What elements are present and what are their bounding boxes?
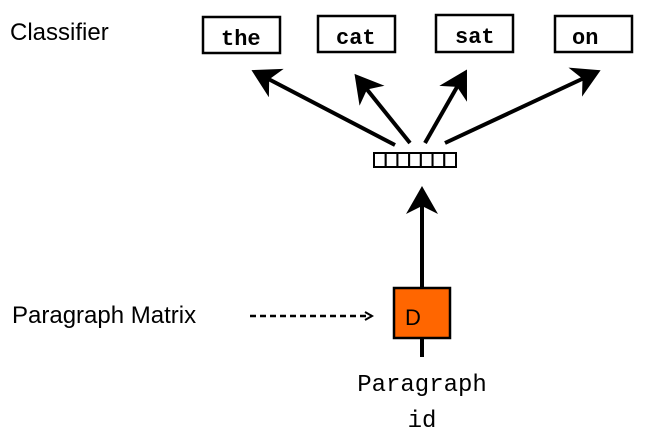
word-box-cat: cat (316, 14, 397, 54)
paragraph-matrix-label: Paragraph Matrix (12, 302, 196, 329)
hidden-vector-cell (408, 152, 422, 168)
word-box-sat: sat (434, 13, 515, 54)
paragraph-id-label-line1: Paragraph (357, 372, 487, 399)
paragraph-id-label-line2: id (408, 408, 437, 435)
arrow-to-the (251, 68, 396, 147)
word-sat: sat (455, 25, 495, 50)
hidden-vector-cell (396, 152, 411, 168)
word-on: on (572, 26, 598, 51)
word-box-on: on (553, 14, 634, 54)
hidden-vector-cell (419, 152, 434, 168)
arrow-to-cat (354, 73, 412, 145)
hidden-vector-cell (431, 152, 446, 168)
word-cat: cat (336, 26, 376, 51)
hidden-vector (373, 152, 457, 168)
paragraph-matrix-box (392, 286, 452, 340)
word-the: the (221, 27, 261, 52)
word-box-the: the (201, 15, 282, 55)
matrix-box-label: D (405, 305, 421, 330)
hidden-vector-cell (443, 152, 457, 168)
arrow-to-on (444, 67, 601, 145)
classifier-label: Classifier (10, 19, 109, 46)
arrow-to-sat (423, 69, 467, 144)
hidden-vector-cell (373, 152, 387, 168)
hidden-vector-cell (384, 152, 399, 168)
